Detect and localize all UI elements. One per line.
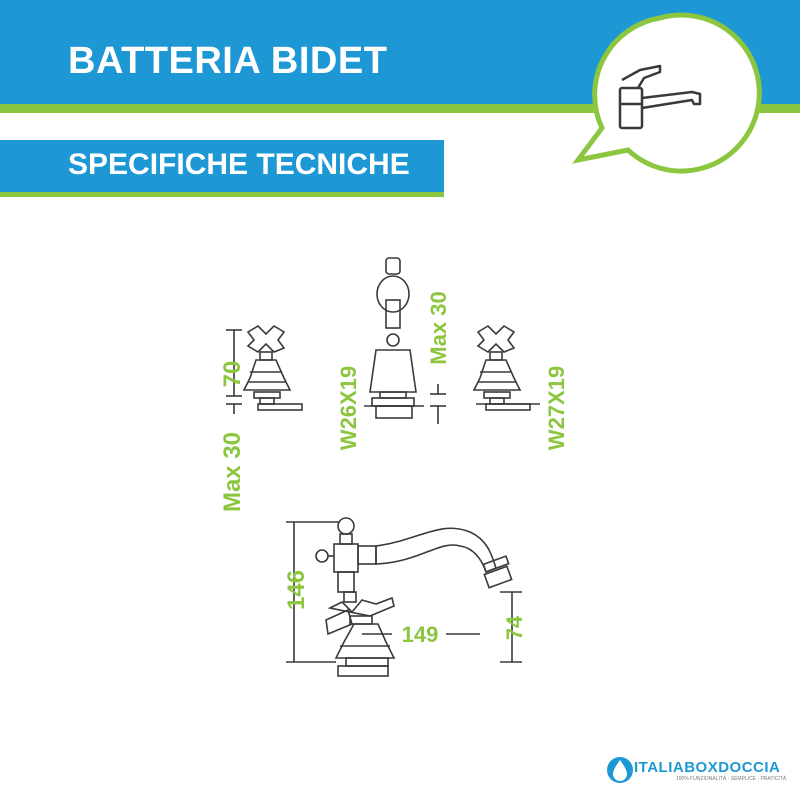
left-valve-drawing <box>242 324 303 411</box>
section-accent-line <box>0 192 444 197</box>
dim-74-label: 74 <box>502 615 527 640</box>
dim-146-label: 146 <box>283 570 310 610</box>
right-valve-drawing <box>472 324 531 411</box>
section-bar <box>0 140 444 192</box>
top-view <box>226 257 540 424</box>
dim-w26-label: W26X19 <box>336 366 361 450</box>
side-view <box>286 517 522 677</box>
dim-149-label: 149 <box>402 622 439 647</box>
section-title: SPECIFICHE TECNICHE <box>68 148 410 181</box>
water-drop-icon <box>607 757 633 783</box>
faucet-icon <box>572 12 762 174</box>
central-spout-drawing <box>369 257 417 419</box>
page-title: BATTERIA BIDET <box>68 40 388 82</box>
header-accent-line <box>0 104 800 113</box>
dim-70-label: 70 <box>219 361 246 388</box>
dim-max30-center-label: Max 30 <box>426 291 451 364</box>
brand-logo-text: ITALIABOXDOCCIA <box>634 759 781 776</box>
dim-w27-label: W27X19 <box>544 366 569 450</box>
brand-tagline: 100% FUNZIONALITÀ · SEMPLICE · PRATICITÀ <box>676 776 787 782</box>
dim-max30-left-label: Max 30 <box>219 432 246 512</box>
